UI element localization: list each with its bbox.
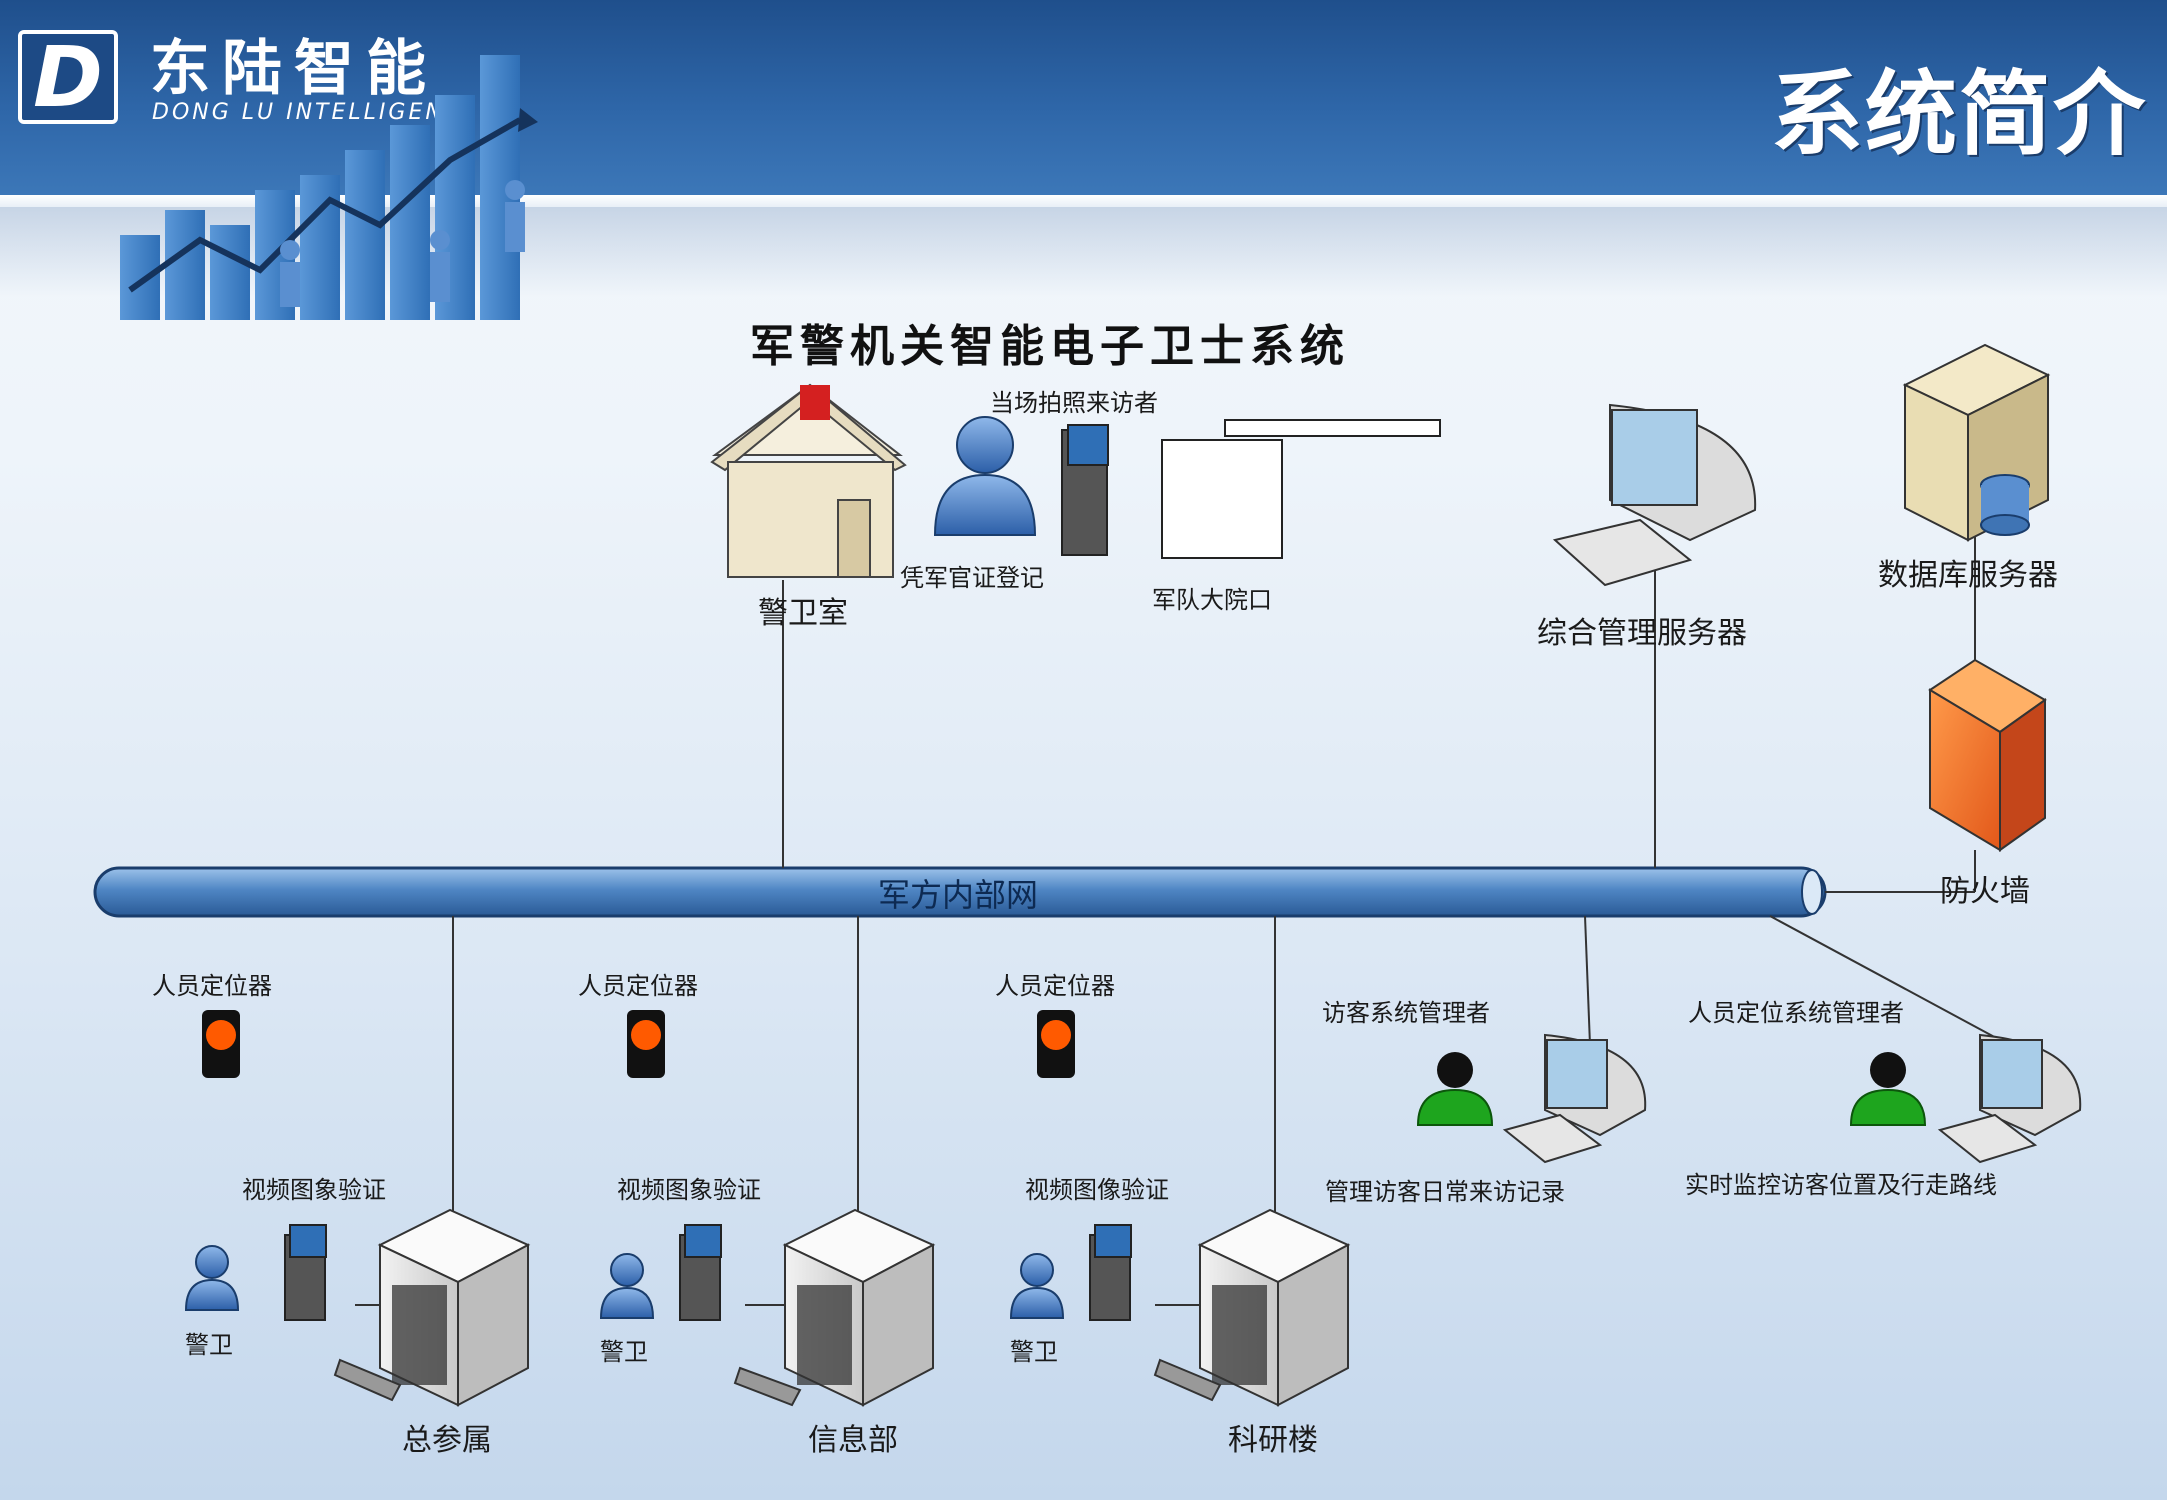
brand-name-en: DONG LU INTELLIGENT [152, 100, 462, 125]
management-computer [1552, 403, 1757, 587]
firewall-wall [1928, 658, 2047, 852]
label-video-3: 视频图像验证 [1025, 1176, 1169, 1204]
visitor-admin-station [1416, 1033, 1647, 1164]
label-visitor-admin-desc: 管理访客日常来访记录 [1325, 1178, 1565, 1206]
label-db-server: 数据库服务器 [1878, 558, 2058, 593]
label-guard-2: 警卫 [600, 1338, 648, 1366]
label-photo: 当场拍照来访者 [990, 389, 1158, 417]
building-group-1 [184, 1208, 531, 1407]
building-group-3 [1009, 1208, 1351, 1407]
locator-admin-station [1849, 1033, 2082, 1164]
building-group-2 [599, 1208, 936, 1407]
label-locator-admin: 人员定位系统管理者 [1688, 999, 1904, 1027]
guard-room-house [710, 383, 907, 578]
label-mgmt-server: 综合管理服务器 [1537, 616, 1747, 651]
label-guard-1: 警卫 [185, 1331, 233, 1359]
network-pipe [93, 866, 1827, 918]
brand-name-cn: 东陆智能 [150, 34, 438, 104]
header-stripe [0, 195, 2167, 207]
label-guard-room: 警卫室 [758, 596, 848, 631]
label-locator-2: 人员定位器 [578, 972, 698, 1000]
label-officer-id: 凭军官证登记 [900, 564, 1044, 592]
label-video-2: 视频图象验证 [617, 1176, 761, 1204]
visitor-person [933, 416, 1037, 536]
logo-letter: D [33, 28, 103, 126]
label-building-1: 总参属 [402, 1423, 492, 1458]
entrance-gate [1161, 419, 1441, 559]
label-locator-admin-desc: 实时监控访客位置及行走路线 [1685, 1171, 1997, 1199]
logo-badge: D [18, 28, 118, 126]
label-locator-1: 人员定位器 [152, 972, 272, 1000]
network-label: 军方内部网 [878, 876, 1039, 914]
label-video-1: 视频图象验证 [242, 1176, 386, 1204]
growth-chart-illustration [120, 55, 538, 320]
label-locator-3: 人员定位器 [995, 972, 1115, 1000]
diagram-title: 军警机关智能电子卫士系统 [750, 321, 1350, 372]
label-entrance: 军队大院口 [1152, 586, 1272, 614]
label-building-2: 信息部 [808, 1423, 898, 1458]
label-guard-3: 警卫 [1010, 1338, 1058, 1366]
label-firewall: 防火墙 [1940, 874, 2030, 909]
label-visitor-admin: 访客系统管理者 [1322, 999, 1490, 1027]
page-title: 系统简介 [1770, 61, 2147, 168]
label-building-3: 科研楼 [1228, 1423, 1318, 1458]
registration-kiosk [1061, 424, 1109, 556]
database-server [1902, 343, 2051, 542]
locator-devices [202, 1010, 1075, 1078]
